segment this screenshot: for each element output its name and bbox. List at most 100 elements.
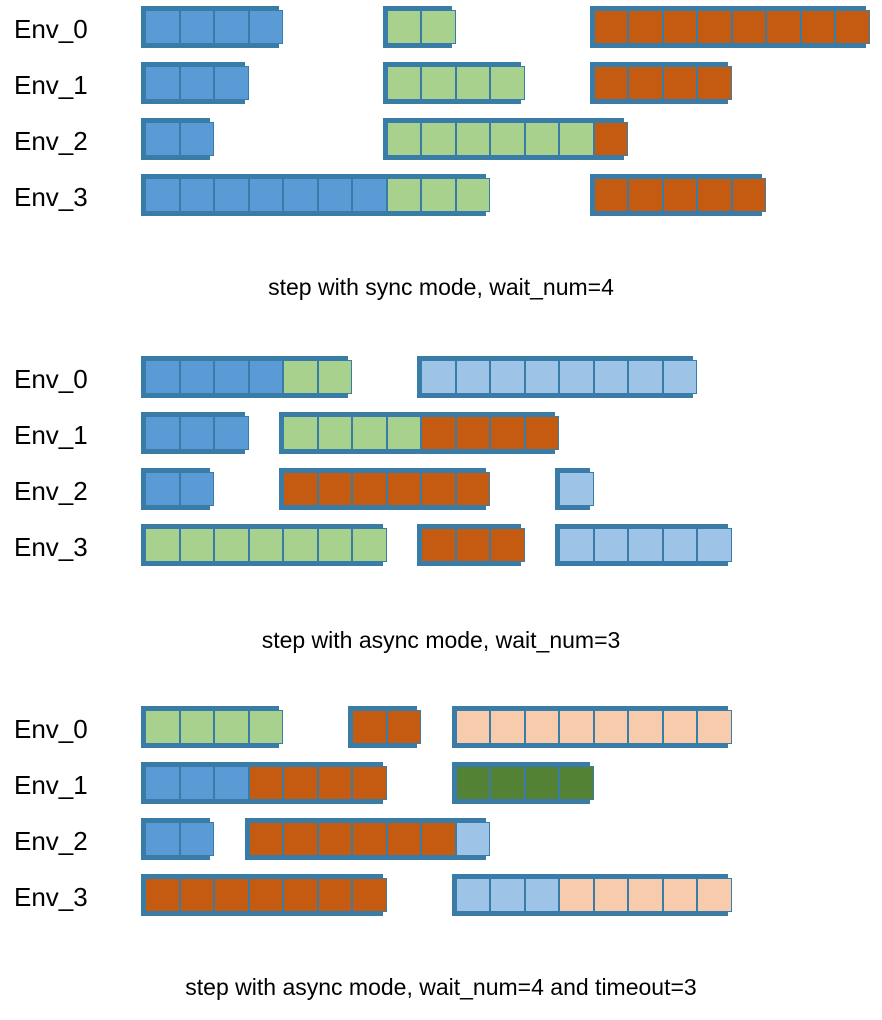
step-cell-orange xyxy=(455,472,490,506)
step-cell-orange xyxy=(421,472,456,506)
step-cell-green xyxy=(386,178,421,212)
step-block xyxy=(141,524,387,566)
step-cell-orange xyxy=(490,416,525,450)
step-cell-light-blue xyxy=(559,472,594,506)
step-block xyxy=(141,706,283,748)
step-cell-orange xyxy=(145,878,180,912)
step-cell-orange xyxy=(835,10,870,44)
step-block xyxy=(141,118,214,160)
step-cell-blue xyxy=(248,178,283,212)
step-cell-blue xyxy=(145,766,180,800)
step-cell-peach xyxy=(455,710,490,744)
timeline-row: Env_1 xyxy=(0,412,882,468)
step-block xyxy=(382,118,628,160)
step-cell-orange xyxy=(421,822,456,856)
step-cell-green xyxy=(386,122,421,156)
step-cell-light-blue xyxy=(559,360,594,394)
step-cell-orange xyxy=(283,472,318,506)
step-cell-orange xyxy=(455,416,490,450)
step-cell-light-blue xyxy=(490,878,525,912)
panel-caption: step with async mode, wait_num=3 xyxy=(261,627,621,653)
step-cell-orange xyxy=(352,822,387,856)
step-cell-green xyxy=(490,122,525,156)
step-cell-orange xyxy=(455,528,490,562)
step-cell-orange xyxy=(386,710,421,744)
step-cell-green xyxy=(283,528,318,562)
step-cell-orange xyxy=(766,10,801,44)
step-cell-green xyxy=(317,416,352,450)
step-cell-dark-green xyxy=(455,766,490,800)
timeline-row: Env_2 xyxy=(0,818,882,874)
step-cell-blue xyxy=(145,360,180,394)
row-label-env_1: Env_1 xyxy=(14,770,88,800)
step-cell-green xyxy=(421,10,456,44)
step-cell-orange xyxy=(179,878,214,912)
step-block xyxy=(141,874,387,916)
step-cell-orange xyxy=(283,878,318,912)
step-cell-blue xyxy=(145,822,180,856)
step-cell-blue xyxy=(352,178,387,212)
step-cell-blue xyxy=(145,122,180,156)
step-cell-blue xyxy=(179,66,214,100)
step-cell-orange xyxy=(662,66,697,100)
timeline-row: Env_1 xyxy=(0,762,882,818)
timeline-row: Env_2 xyxy=(0,468,882,524)
step-block xyxy=(141,818,214,860)
step-cell-light-blue xyxy=(697,528,732,562)
step-cell-orange xyxy=(352,766,387,800)
timeline-track xyxy=(141,818,882,866)
step-block xyxy=(141,62,249,104)
step-cell-green xyxy=(421,178,456,212)
step-cell-peach xyxy=(559,878,594,912)
step-block xyxy=(451,874,732,916)
step-cell-orange xyxy=(628,66,663,100)
step-cell-blue xyxy=(145,10,180,44)
step-cell-orange xyxy=(662,10,697,44)
step-cell-green xyxy=(352,528,387,562)
step-cell-peach xyxy=(662,710,697,744)
step-block xyxy=(279,468,490,510)
step-block xyxy=(141,468,214,510)
step-cell-blue xyxy=(214,178,249,212)
timeline-row: Env_1 xyxy=(0,62,882,118)
panel-caption: step with sync mode, wait_num=4 xyxy=(268,274,614,300)
step-cell-green xyxy=(214,528,249,562)
step-cell-light-blue xyxy=(524,878,559,912)
step-cell-peach xyxy=(662,878,697,912)
row-label-env_1: Env_1 xyxy=(14,420,88,450)
step-cell-green xyxy=(214,710,249,744)
step-cell-green xyxy=(524,122,559,156)
step-cell-orange xyxy=(248,766,283,800)
row-label-env_3: Env_3 xyxy=(14,532,88,562)
step-block xyxy=(589,6,870,48)
step-cell-green xyxy=(145,528,180,562)
row-label-env_0: Env_0 xyxy=(14,714,88,744)
timeline-track xyxy=(141,874,882,922)
step-block xyxy=(589,62,732,104)
step-cell-green xyxy=(248,710,283,744)
timeline-row: Env_0 xyxy=(0,6,882,62)
step-cell-orange xyxy=(421,416,456,450)
step-block xyxy=(451,762,594,804)
step-cell-light-blue xyxy=(455,822,490,856)
step-cell-orange xyxy=(800,10,835,44)
step-cell-green xyxy=(386,66,421,100)
step-cell-peach xyxy=(697,878,732,912)
step-cell-green xyxy=(352,416,387,450)
step-cell-peach xyxy=(490,710,525,744)
step-cell-orange xyxy=(524,416,559,450)
step-cell-blue xyxy=(145,66,180,100)
step-block xyxy=(417,524,525,566)
step-cell-blue xyxy=(248,360,283,394)
step-cell-blue xyxy=(179,122,214,156)
step-cell-orange xyxy=(352,878,387,912)
step-cell-peach xyxy=(628,710,663,744)
step-cell-orange xyxy=(421,528,456,562)
step-cell-orange xyxy=(386,472,421,506)
row-label-env_2: Env_2 xyxy=(14,826,88,856)
step-cell-blue xyxy=(179,10,214,44)
